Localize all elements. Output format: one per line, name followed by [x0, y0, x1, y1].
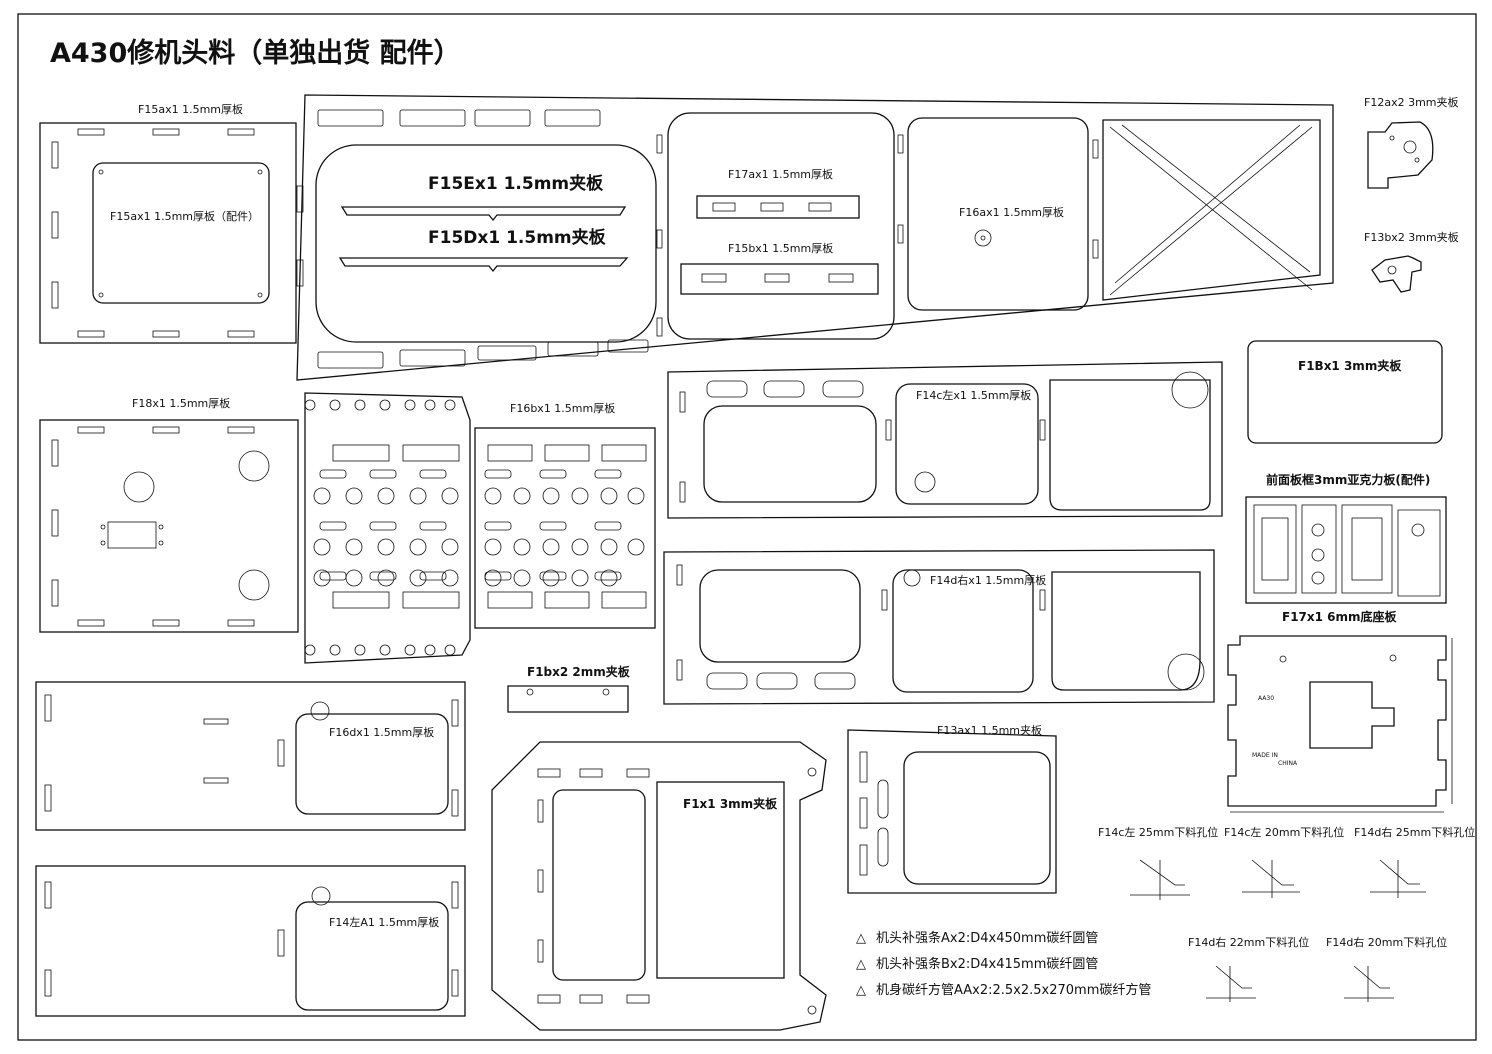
label-f17a: F17ax1 1.5mm厚板: [728, 167, 833, 181]
part-f1b: [1247, 340, 1443, 444]
part-f15a: [39, 122, 297, 344]
hole-position-label-4: F14d右 22mm下料孔位: [1188, 935, 1309, 949]
part-f14a1: [35, 865, 466, 1017]
sheet-border: [17, 13, 1477, 1041]
label-f16a: F16ax1 1.5mm厚板: [959, 205, 1064, 219]
label-f15e: F15Ex1 1.5mm夹板: [428, 173, 604, 194]
label-f15a-inner: F15ax1 1.5mm厚板（配件）: [110, 209, 259, 223]
hole-position-label-5: F14d右 20mm下料孔位: [1326, 935, 1447, 949]
label-f1b2: F1bx2 2mm夹板: [527, 664, 631, 679]
hole-position-label-3: F14d右 25mm下料孔位: [1354, 825, 1475, 839]
label-f14a1: F14左A1 1.5mm厚板: [329, 915, 439, 929]
sheet-title: A430修机头料（单独出货 配件）: [50, 37, 461, 69]
part-f14d: [663, 549, 1215, 705]
note-marker-1: △: [856, 931, 866, 946]
note-1: 机头补强条Ax2:D4x450mm碳纤圆管: [876, 930, 1098, 946]
note-marker-2: △: [856, 957, 866, 972]
label-f13a: F13ax1 1.5mm夹板: [937, 723, 1042, 737]
part-f16d: [35, 681, 466, 831]
note-2: 机头补强条Bx2:D4x415mm碳纤圆管: [876, 956, 1098, 972]
label-front-frame: 前面板框3mm亚克力板(配件): [1266, 472, 1430, 487]
part-f18: [39, 419, 299, 633]
label-f13b: F13bx2 3mm夹板: [1364, 230, 1459, 244]
grid-holes: [304, 399, 647, 656]
part-f1b2: [507, 685, 629, 713]
label-f1: F1x1 3mm夹板: [683, 796, 778, 811]
part-f13b: [1371, 255, 1422, 293]
part-long-side-panel: [296, 94, 1334, 381]
label-f12a: F12ax2 3mm夹板: [1364, 95, 1459, 109]
base-mark-model: AA30: [1258, 695, 1274, 702]
hole-position-label-1: F14c左 25mm下料孔位: [1098, 825, 1218, 839]
part-f17: [1227, 635, 1453, 813]
part-front-frame: [1245, 496, 1447, 604]
label-f14c: F14c左x1 1.5mm厚板: [916, 388, 1031, 402]
label-f15a-outer: F15ax1 1.5mm厚板: [138, 102, 243, 116]
label-f17: F17x1 6mm底座板: [1282, 609, 1398, 624]
part-f13a: [847, 729, 1057, 894]
label-f15b: F15bx1 1.5mm厚板: [728, 241, 833, 255]
part-f16b: [304, 392, 656, 664]
hole-position-label-2: F14c左 20mm下料孔位: [1224, 825, 1344, 839]
label-f1b: F1Bx1 3mm夹板: [1298, 358, 1402, 373]
hole-position-diagrams: [1130, 859, 1426, 1002]
label-f14d: F14d右x1 1.5mm厚板: [930, 573, 1046, 587]
base-mark-country: CHINA: [1278, 760, 1298, 767]
label-f16d: F16dx1 1.5mm厚板: [329, 725, 434, 739]
note-3: 机身碳纤方管AAx2:2.5x2.5x270mm碳纤方管: [876, 982, 1151, 998]
note-marker-3: △: [856, 983, 866, 998]
part-f14c: [667, 361, 1223, 519]
label-f16b: F16bx1 1.5mm厚板: [510, 401, 615, 415]
base-mark-made-in: MADE IN: [1252, 752, 1278, 759]
part-f1: [491, 741, 827, 1031]
label-f18: F18x1 1.5mm厚板: [132, 396, 230, 410]
label-f15d: F15Dx1 1.5mm夹板: [428, 227, 607, 248]
part-f12a: [1367, 121, 1434, 189]
